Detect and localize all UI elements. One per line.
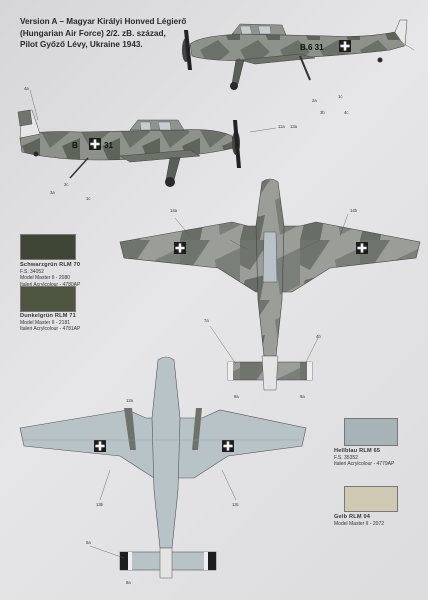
callout: 4c bbox=[344, 110, 349, 115]
bottom-view bbox=[19, 356, 307, 579]
callout: 1c bbox=[86, 196, 91, 201]
side-code-lower-left: B bbox=[72, 141, 78, 150]
swatch-rlm71 bbox=[20, 286, 76, 312]
side-view-lower bbox=[17, 109, 241, 187]
swatch-italeri: Italeri Acrylcolour - 4780AP bbox=[20, 281, 81, 288]
swatch-model: Model Master II - 2080 bbox=[20, 275, 71, 281]
callout: 9a bbox=[234, 394, 239, 399]
title-line-2: (Hungarian Air Force) 2/2. zB. század, bbox=[20, 28, 166, 38]
version-title: Version A – Magyar Királyi Honved Légier… bbox=[20, 16, 186, 51]
swatch-fs: F.S. 34052 bbox=[20, 268, 44, 275]
callout: 13c bbox=[232, 502, 239, 507]
callout: 7a bbox=[204, 318, 209, 323]
swatch-fs: F.S. 35352 bbox=[334, 454, 358, 461]
swatch-rlm71-label: Dunkelgrün RLM 71 Model Master II - 2181… bbox=[20, 313, 80, 333]
swatch-name: Dunkelgrün RLM 71 bbox=[20, 313, 76, 319]
swatch-rlm70-label: Schwarzgrün RLM 70 F.S. 34052 Model Mast… bbox=[20, 262, 80, 288]
callout: 3b bbox=[320, 110, 325, 115]
callout: 4a bbox=[24, 86, 29, 91]
swatch-rlm04-label: Gelb RLM 04 Model Master II - 2072 bbox=[334, 514, 384, 527]
callout: 8a bbox=[126, 580, 131, 585]
title-line-3: Pilot Győző Lévy, Ukraine 1943. bbox=[20, 40, 143, 49]
side-view-upper bbox=[182, 19, 408, 90]
swatch-model: Model Master II - 2072 bbox=[334, 520, 385, 527]
swatch-name: Schwarzgrün RLM 70 bbox=[20, 262, 81, 268]
callout: 12a bbox=[126, 398, 133, 403]
top-view bbox=[119, 178, 421, 391]
swatch-name: Hellblau RLM 65 bbox=[334, 448, 381, 454]
callout: 2a bbox=[312, 98, 317, 103]
side-code-lower-right: 31 bbox=[104, 141, 113, 150]
callout: 13a bbox=[290, 124, 297, 129]
callout: 5a bbox=[86, 540, 91, 545]
swatch-italeri: Italeri Acrylcolour - 4781AP bbox=[20, 326, 81, 332]
callout: 3a bbox=[50, 190, 55, 195]
callout: 13b bbox=[96, 502, 103, 507]
callout: 11a bbox=[278, 124, 285, 129]
swatch-name: Gelb RLM 04 bbox=[334, 514, 371, 520]
swatch-rlm70 bbox=[20, 234, 76, 260]
swatch-rlm04 bbox=[344, 486, 398, 512]
callout: 14a bbox=[170, 208, 177, 213]
callout: 14b bbox=[350, 208, 357, 213]
leader-lines bbox=[29, 39, 415, 559]
swatch-italeri: Italeri Acrylcolour - 4779AP bbox=[334, 461, 395, 467]
callout: 1c bbox=[338, 94, 343, 99]
title-line-1: Version A – Magyar Királyi Honved Légier… bbox=[20, 17, 187, 26]
side-code-upper: B.6 31 bbox=[300, 43, 324, 52]
callout: 4b bbox=[316, 334, 321, 339]
swatch-model: Model Master II - 2181 bbox=[20, 319, 71, 326]
callout: 2c bbox=[64, 182, 69, 187]
swatch-rlm65-label: Hellblau RLM 65 F.S. 35352 Italeri Acryl… bbox=[334, 448, 394, 468]
swatch-rlm65 bbox=[344, 418, 398, 446]
callout: 9a bbox=[300, 394, 305, 399]
